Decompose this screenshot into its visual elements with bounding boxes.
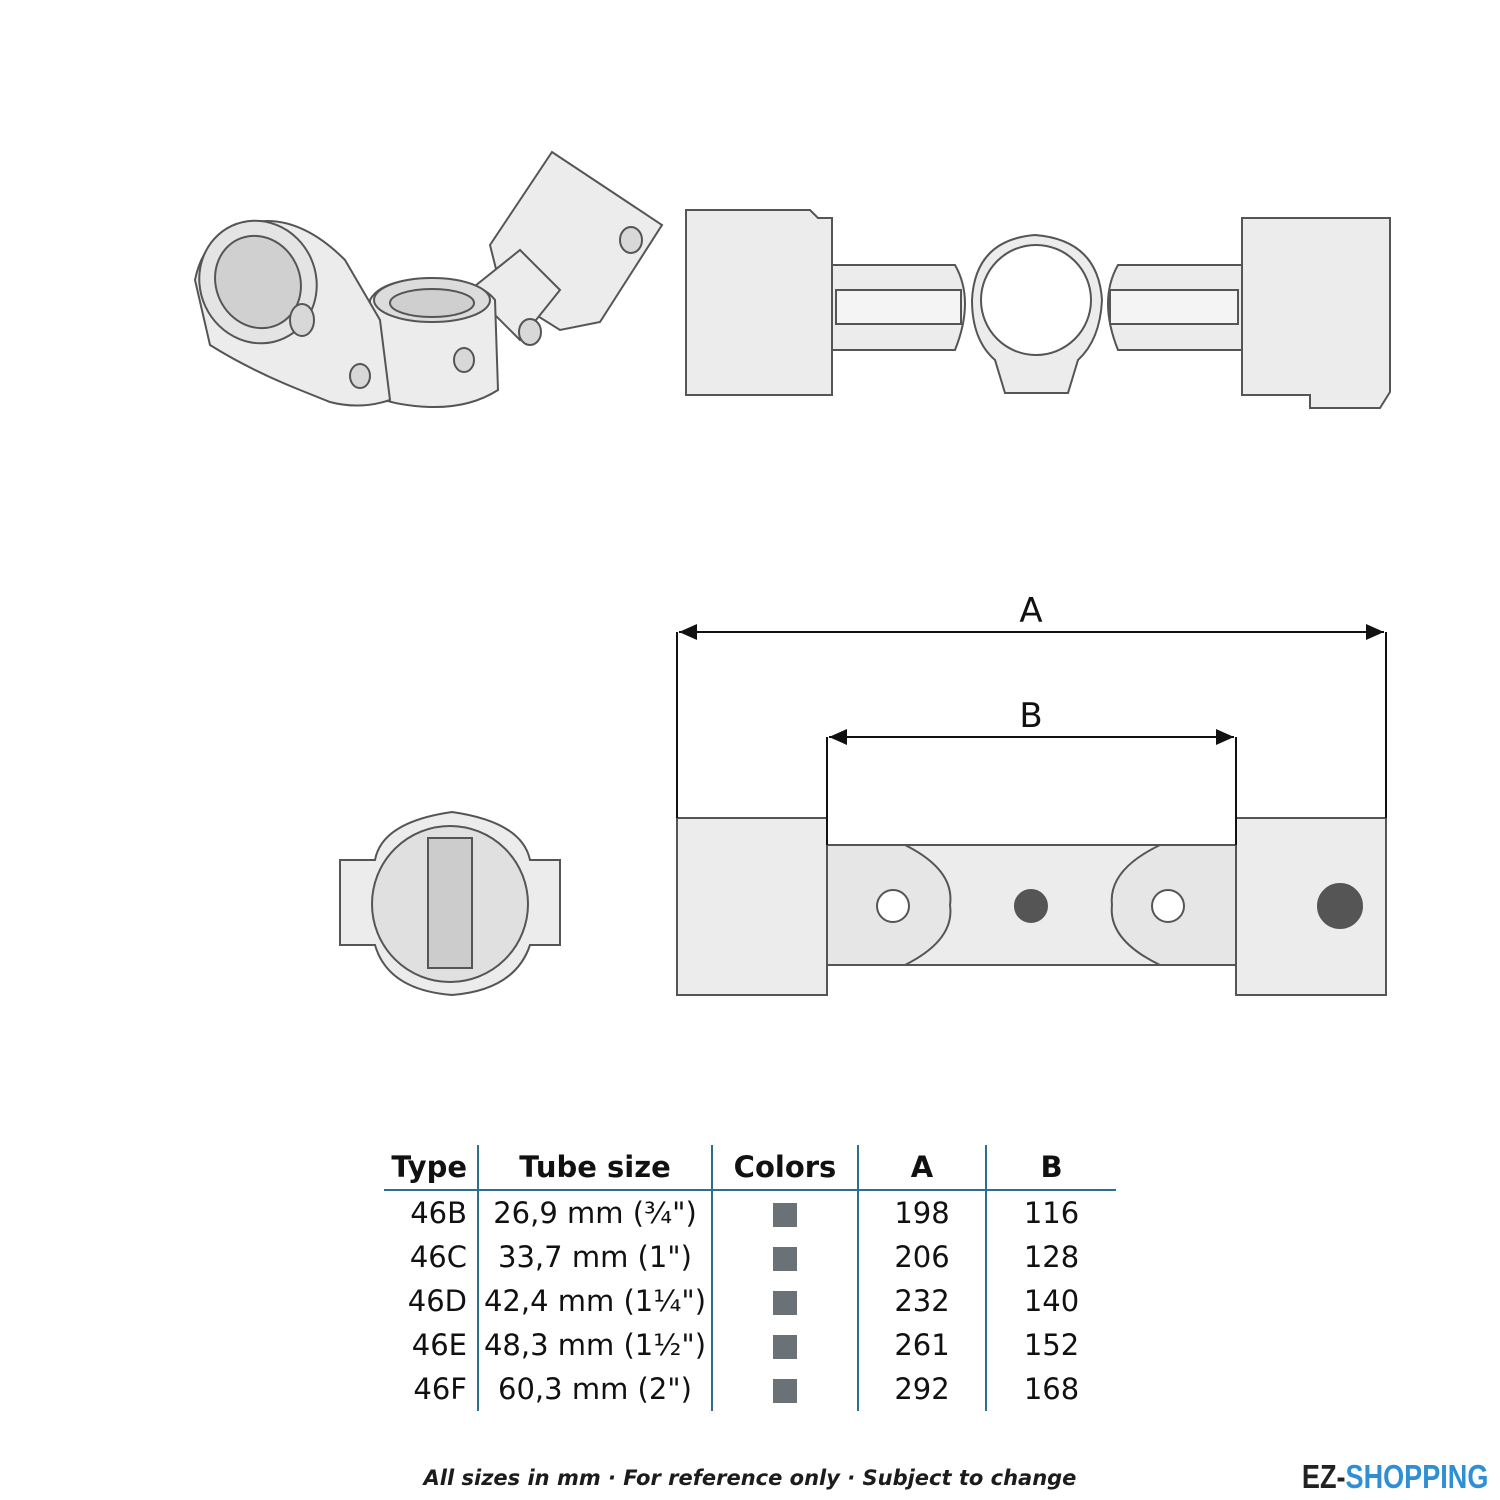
brand-part-2: SHOPPING bbox=[1345, 1458, 1488, 1495]
cell-b: 140 bbox=[985, 1279, 1116, 1323]
header-colors: Colors bbox=[711, 1145, 858, 1191]
color-swatch bbox=[773, 1247, 797, 1271]
cell-b: 116 bbox=[985, 1190, 1116, 1235]
cell-type: 46E bbox=[411, 1328, 467, 1362]
header-type: Type bbox=[384, 1145, 478, 1191]
cell-color bbox=[711, 1279, 858, 1323]
color-swatch bbox=[773, 1291, 797, 1315]
cell-a: 261 bbox=[857, 1323, 986, 1367]
table-row: 46D 42,4 mm (1¼") 232 140 bbox=[384, 1279, 1116, 1323]
cell-tube-size: 48,3 mm (1½") bbox=[477, 1323, 712, 1367]
table-row: 46C 33,7 mm (1") 206 128 bbox=[384, 1235, 1116, 1279]
color-swatch bbox=[773, 1379, 797, 1403]
dimension-lines bbox=[676, 624, 1387, 845]
dimension-b-label: B bbox=[1019, 696, 1042, 736]
table-row: 46B 26,9 mm (¾") 198 116 bbox=[384, 1190, 1116, 1235]
spec-table: Type Tube size Colors A B 46B 26,9 mm (¾… bbox=[384, 1145, 1116, 1411]
brand-part-1: EZ- bbox=[1301, 1458, 1346, 1495]
cell-type: 46F bbox=[413, 1372, 467, 1406]
cell-b: 168 bbox=[985, 1367, 1116, 1411]
cell-type: 46D bbox=[407, 1284, 467, 1318]
spec-table-wrapper: Type Tube size Colors A B 46B 26,9 mm (¾… bbox=[384, 1145, 1116, 1411]
cell-a: 206 bbox=[857, 1235, 986, 1279]
table-row: 46E 48,3 mm (1½") 261 152 bbox=[384, 1323, 1116, 1367]
table-row: 46F 60,3 mm (2") 292 168 bbox=[384, 1367, 1116, 1411]
color-swatch bbox=[773, 1203, 797, 1227]
end-view bbox=[339, 810, 561, 997]
cell-color bbox=[711, 1235, 858, 1279]
side-view bbox=[676, 817, 1387, 996]
cell-b: 152 bbox=[985, 1323, 1116, 1367]
disclaimer-note: All sizes in mm · For reference only · S… bbox=[423, 1466, 1077, 1490]
cell-color bbox=[711, 1190, 858, 1235]
brand-logo: EZ-SHOPPING bbox=[1302, 1458, 1488, 1496]
cell-b: 128 bbox=[985, 1235, 1116, 1279]
cell-tube-size: 33,7 mm (1") bbox=[477, 1235, 712, 1279]
color-swatch bbox=[773, 1335, 797, 1359]
cell-type: 46B bbox=[410, 1196, 467, 1230]
cell-tube-size: 42,4 mm (1¼") bbox=[477, 1279, 712, 1323]
isometric-view bbox=[193, 150, 664, 409]
dimension-a-label: A bbox=[1019, 591, 1042, 631]
header-a: A bbox=[857, 1145, 986, 1191]
table-header-row: Type Tube size Colors A B bbox=[384, 1145, 1116, 1191]
cell-type: 46C bbox=[409, 1240, 467, 1274]
cell-a: 232 bbox=[857, 1279, 986, 1323]
cell-tube-size: 60,3 mm (2") bbox=[477, 1367, 712, 1411]
cell-tube-size: 26,9 mm (¾") bbox=[477, 1190, 712, 1235]
cell-color bbox=[711, 1367, 858, 1411]
top-view bbox=[685, 209, 1391, 409]
header-b: B bbox=[985, 1145, 1116, 1191]
header-tube-size: Tube size bbox=[477, 1145, 712, 1191]
cell-color bbox=[711, 1323, 858, 1367]
cell-a: 292 bbox=[857, 1367, 986, 1411]
cell-a: 198 bbox=[857, 1190, 986, 1235]
